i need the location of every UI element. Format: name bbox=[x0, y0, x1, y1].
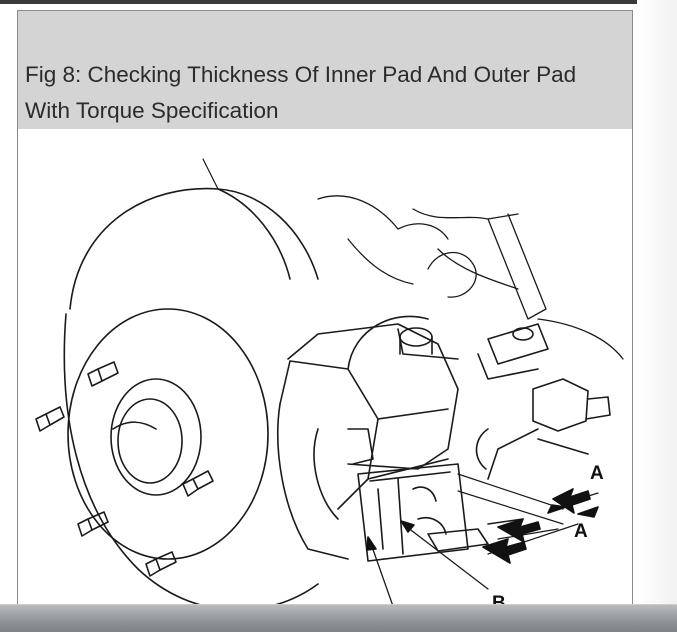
leader-lines bbox=[369, 523, 489, 610]
caption-line-2: With Torque Specification bbox=[25, 98, 279, 123]
brake-rotor bbox=[63, 158, 319, 611]
wheel-hub bbox=[67, 308, 269, 560]
callout-a-lower: A bbox=[574, 521, 588, 542]
brake-pads bbox=[357, 463, 524, 562]
wheel-studs bbox=[35, 361, 214, 577]
caption-band: Fig 8: Checking Thickness Of Inner Pad A… bbox=[18, 11, 632, 129]
caption-line-1: Fig 8: Checking Thickness Of Inner Pad A… bbox=[25, 62, 577, 87]
figure-card: Fig 8: Checking Thickness Of Inner Pad A… bbox=[17, 10, 633, 612]
bottom-scroll-bar bbox=[0, 604, 677, 632]
arrow-markers bbox=[482, 488, 599, 564]
caliper-bracket bbox=[475, 378, 611, 480]
top-strip bbox=[0, 0, 677, 4]
brake-caliper bbox=[277, 315, 549, 560]
measurement-lines bbox=[457, 473, 599, 555]
figure-caption: Fig 8: Checking Thickness Of Inner Pad A… bbox=[25, 57, 625, 129]
callout-a-upper: A bbox=[590, 463, 604, 484]
leader-arrowheads bbox=[366, 520, 415, 551]
brake-assembly-drawing: A A B bbox=[35, 158, 624, 611]
steering-knuckle bbox=[317, 195, 624, 360]
right-shadow bbox=[637, 0, 677, 604]
